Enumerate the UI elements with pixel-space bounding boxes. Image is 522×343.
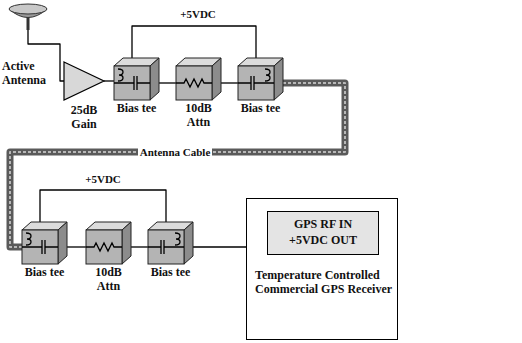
active-antenna: Active Antenna [8, 2, 48, 30]
receiver-housing: Temperature Controlled Commercial GPS Re… [246, 198, 398, 340]
amplifier-triangle-outline [64, 62, 104, 100]
rf-wire [67, 246, 86, 247]
bias-tee-cube: Bias tee [148, 222, 193, 264]
bias-tee-cube: Bias tee [238, 58, 283, 100]
voltage-label: +5VDC [83, 173, 123, 185]
component-label: Bias tee [236, 102, 285, 116]
receiver-port-box: GPS RF IN +5VDC OUT [267, 211, 379, 255]
bias-tee-cube-outline [148, 222, 193, 264]
amplifier-triangle: 25dB Gain [64, 62, 104, 100]
active-antenna-outline [8, 2, 48, 30]
rf-wire [131, 246, 148, 247]
component-label: Bias tee [112, 102, 161, 116]
attenuator-cube-outline [86, 222, 131, 264]
rf-wire [221, 82, 238, 83]
bias-tee-cube: Bias tee [22, 222, 67, 264]
attenuator-cube-outline [176, 58, 221, 100]
component-label: 10dB Attn [84, 266, 133, 294]
cable-label: Antenna Cable [138, 146, 213, 158]
component-label: Temperature Controlled Commercial GPS Re… [255, 269, 395, 297]
component-label: Active Antenna [2, 60, 60, 88]
port-label: GPS RF IN [294, 218, 352, 232]
component-label: 10dB Attn [174, 102, 223, 130]
attenuator-cube: 10dB Attn [86, 222, 131, 264]
rf-wire [159, 82, 176, 83]
component-label: Bias tee [20, 266, 69, 280]
rf-wire [104, 80, 114, 81]
bias-tee-cube-outline [238, 58, 283, 100]
voltage-label: +5VDC [178, 8, 218, 20]
attenuator-cube: 10dB Attn [176, 58, 221, 100]
bias-tee-cube-outline [22, 222, 67, 264]
bias-tee-cube-outline [114, 58, 159, 100]
port-label: +5VDC OUT [289, 234, 357, 248]
dc-bias-wire [40, 190, 166, 226]
bias-tee-cube: Bias tee [114, 58, 159, 100]
component-label: Bias tee [146, 266, 195, 280]
component-label: 25dB Gain [60, 104, 108, 132]
dc-bias-wire [132, 26, 256, 62]
